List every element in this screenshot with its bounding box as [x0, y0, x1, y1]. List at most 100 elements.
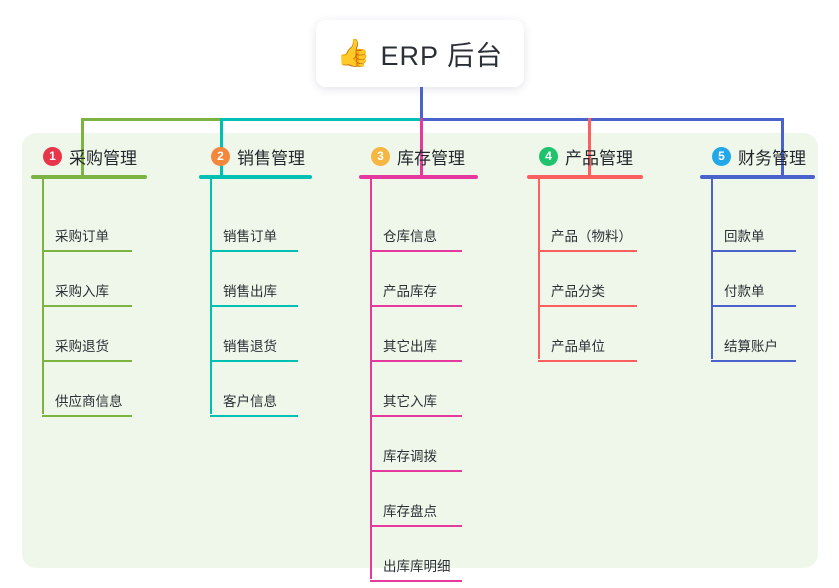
leaf-node-label: 库存调拨: [383, 449, 437, 464]
leaf-node-label: 产品库存: [383, 284, 437, 299]
leaf-node-label: 结算账户: [724, 339, 778, 354]
leaf-node-rule: [538, 250, 637, 252]
leaf-node-label: 其它出库: [383, 339, 437, 354]
branch-title-1: 采购管理: [69, 148, 137, 168]
leaf-node-label: 产品（物料）: [551, 229, 632, 244]
branch-header-1[interactable]: 1 采购管理: [31, 143, 147, 169]
branch-rule-1: [31, 175, 147, 179]
leaf-node-label: 采购订单: [55, 229, 109, 244]
leaf-node-rule: [370, 250, 462, 252]
leaf-node[interactable]: 销售订单: [210, 225, 298, 252]
branch-rule-3: [359, 175, 478, 179]
leaf-node-rule: [370, 415, 462, 417]
branch-title-2: 销售管理: [237, 148, 305, 168]
leaf-node[interactable]: 产品库存: [370, 280, 462, 307]
leaf-node-rule: [42, 415, 132, 417]
branch-rule-4: [527, 175, 643, 179]
branch-title-5: 财务管理: [738, 148, 806, 168]
leaf-node-rule: [711, 250, 796, 252]
leaf-node-label: 销售退货: [223, 339, 277, 354]
drop-stock: [420, 118, 423, 176]
leaf-node-label: 仓库信息: [383, 229, 437, 244]
leaf-node-label: 其它入库: [383, 394, 437, 409]
leaf-node[interactable]: 付款单: [711, 280, 796, 307]
branch-4: 4 产品管理: [527, 143, 643, 179]
branch-badge-5: 5: [712, 146, 731, 166]
branch-spine-5: [711, 176, 713, 359]
leaf-node-rule: [42, 305, 132, 307]
leaf-node[interactable]: 采购入库: [42, 280, 132, 307]
leaf-node-rule: [370, 360, 462, 362]
branch-spine-2: [210, 176, 212, 414]
leaf-node-rule: [538, 360, 637, 362]
leaf-node-label: 付款单: [724, 284, 765, 299]
leaf-node-label: 产品分类: [551, 284, 605, 299]
leaf-node[interactable]: 销售退货: [210, 335, 298, 362]
leaf-node-rule: [210, 250, 298, 252]
thumbs-up-icon: 👍: [336, 38, 371, 68]
leaf-node-label: 出库库明细: [383, 559, 451, 574]
branch-header-5[interactable]: 5 财务管理: [700, 143, 815, 169]
branch-2: 2 销售管理: [199, 143, 312, 179]
leaf-node-rule: [370, 580, 462, 582]
drop-finance: [781, 118, 784, 176]
branch-badge-3: 3: [371, 146, 390, 166]
branch-badge-2: 2: [211, 146, 230, 166]
leaf-node[interactable]: 采购订单: [42, 225, 132, 252]
leaf-node-rule: [711, 360, 796, 362]
leaf-node[interactable]: 采购退货: [42, 335, 132, 362]
leaf-node[interactable]: 供应商信息: [42, 390, 132, 417]
branch-spine-1: [42, 176, 44, 414]
branch-3: 3 库存管理: [359, 143, 478, 179]
leaf-node-label: 销售订单: [223, 229, 277, 244]
root-node-erp-backend[interactable]: 👍 ERP 后台: [316, 20, 524, 87]
leaf-node-label: 销售出库: [223, 284, 277, 299]
leaf-node-rule: [210, 305, 298, 307]
branch-title-4: 产品管理: [565, 148, 633, 168]
leaf-node[interactable]: 产品（物料）: [538, 225, 637, 252]
leaf-node-label: 供应商信息: [55, 394, 123, 409]
branch-rule-5: [700, 175, 815, 179]
root-stem: [420, 87, 423, 120]
branch-header-4[interactable]: 4 产品管理: [527, 143, 643, 169]
leaf-node-rule: [42, 360, 132, 362]
branch-5: 5 财务管理: [700, 143, 815, 179]
leaf-node-label: 产品单位: [551, 339, 605, 354]
leaf-node[interactable]: 库存盘点: [370, 500, 462, 527]
branch-badge-4: 4: [539, 146, 558, 166]
leaf-node[interactable]: 出库库明细: [370, 555, 462, 582]
leaf-node-label: 客户信息: [223, 394, 277, 409]
bus-blue: [420, 118, 782, 121]
branches-panel: [22, 133, 818, 568]
branch-rule-2: [199, 175, 312, 179]
leaf-node[interactable]: 结算账户: [711, 335, 796, 362]
leaf-node-rule: [370, 525, 462, 527]
drop-purchase: [81, 118, 84, 176]
leaf-node[interactable]: 产品单位: [538, 335, 637, 362]
branch-header-2[interactable]: 2 销售管理: [199, 143, 312, 169]
leaf-node[interactable]: 销售出库: [210, 280, 298, 307]
branch-1: 1 采购管理: [31, 143, 147, 179]
branch-badge-1: 1: [43, 146, 62, 166]
branch-spine-4: [538, 176, 540, 359]
leaf-node[interactable]: 回款单: [711, 225, 796, 252]
leaf-node[interactable]: 仓库信息: [370, 225, 462, 252]
leaf-node[interactable]: 库存调拨: [370, 445, 462, 472]
leaf-node[interactable]: 其它出库: [370, 335, 462, 362]
leaf-node-rule: [538, 305, 637, 307]
leaf-node-rule: [711, 305, 796, 307]
branch-header-3[interactable]: 3 库存管理: [359, 143, 478, 169]
leaf-node-rule: [370, 470, 462, 472]
root-node-label: ERP 后台: [380, 41, 504, 71]
leaf-node-rule: [42, 250, 132, 252]
leaf-node-label: 采购退货: [55, 339, 109, 354]
leaf-node[interactable]: 其它入库: [370, 390, 462, 417]
leaf-node[interactable]: 产品分类: [538, 280, 637, 307]
branch-spine-3: [370, 176, 372, 579]
branch-title-3: 库存管理: [397, 148, 465, 168]
leaf-node[interactable]: 客户信息: [210, 390, 298, 417]
leaf-node-label: 采购入库: [55, 284, 109, 299]
leaf-node-rule: [210, 360, 298, 362]
drop-product: [588, 118, 591, 176]
